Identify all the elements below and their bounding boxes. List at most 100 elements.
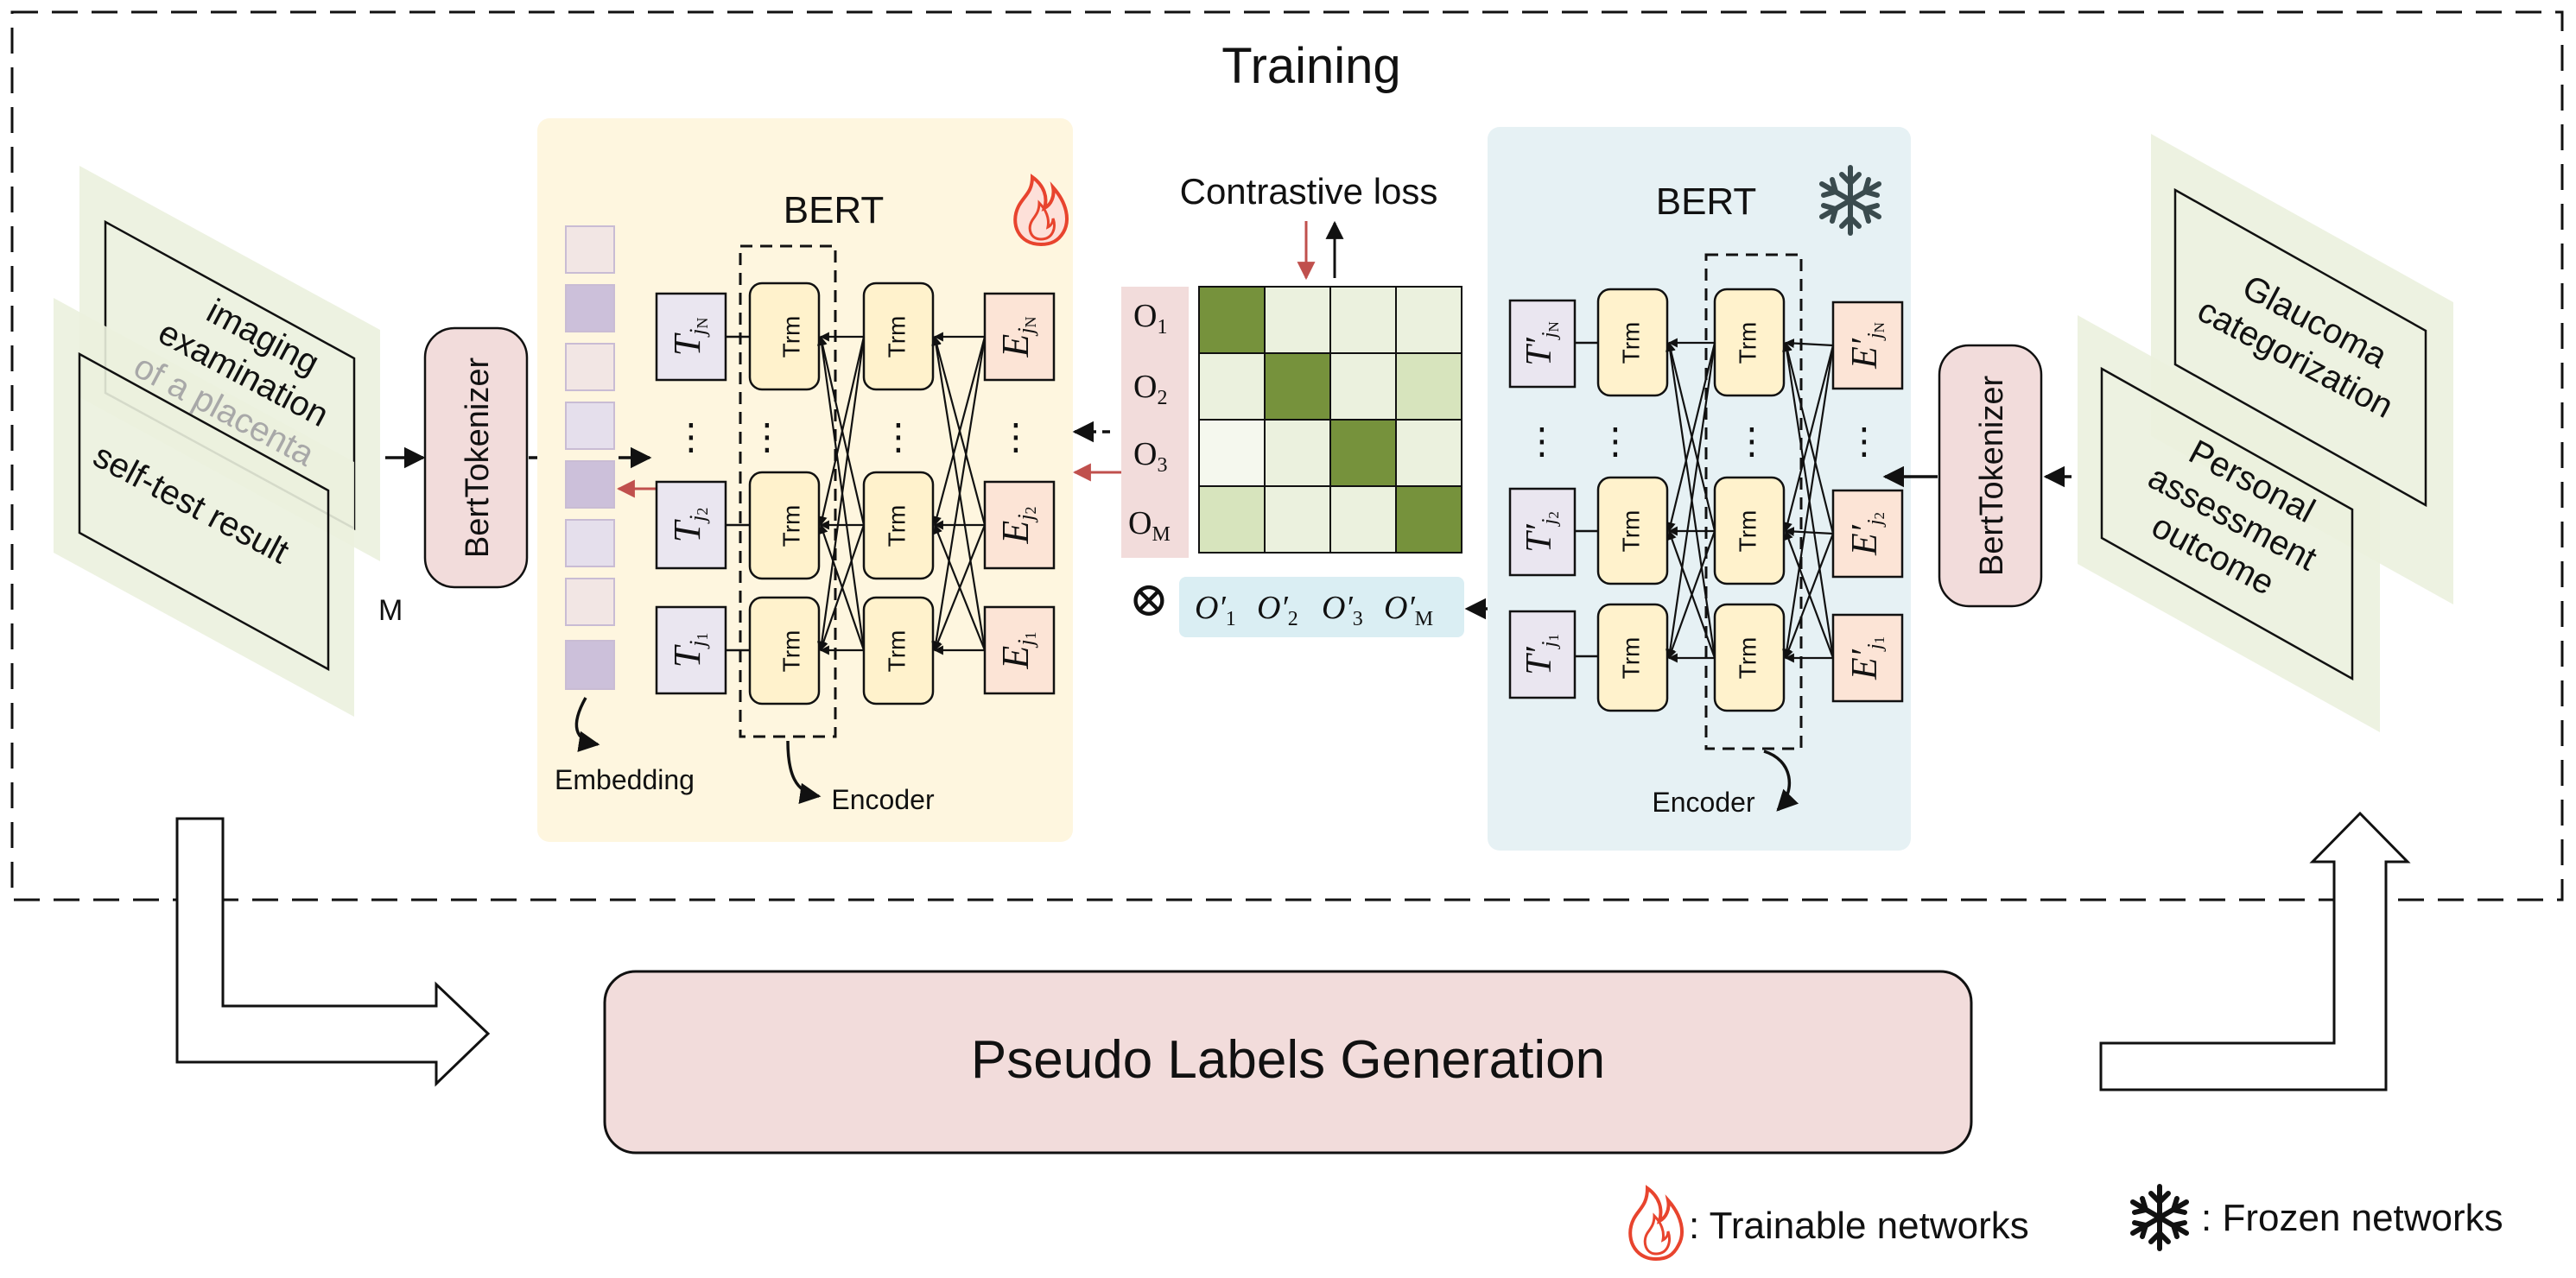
token-label-t-prime-2: T′j2 bbox=[1520, 511, 1562, 553]
input-count-label: M bbox=[378, 594, 403, 627]
output-cards: Glaucoma categorization Personal assessm… bbox=[2078, 134, 2453, 732]
encoder-label-right: Encoder bbox=[1652, 787, 1755, 818]
contrastive-loss-title: Contrastive loss bbox=[1180, 171, 1438, 212]
otimes-symbol: ⊗ bbox=[1129, 573, 1170, 627]
ellipsis: ⋮ bbox=[673, 416, 709, 457]
bert-left-panel: BERT Embedding TjN Tj2 Tj1 ⋮ bbox=[537, 118, 1073, 842]
bert-right-title: BERT bbox=[1656, 180, 1757, 223]
matrix-cell bbox=[1264, 485, 1331, 554]
trm-label: Trm bbox=[883, 630, 910, 673]
embedding-stack bbox=[565, 225, 615, 690]
matrix-cell bbox=[1264, 352, 1331, 421]
pseudo-labels-box bbox=[603, 970, 1973, 1155]
output-card-front-frame bbox=[2100, 366, 2354, 681]
embed-label-e-2: Ej2 bbox=[994, 506, 1039, 544]
embed-label-e-prime-n: E′jN bbox=[1845, 322, 1888, 370]
output-prime-label-3: O′3 bbox=[1322, 590, 1363, 630]
ellipsis: ⋮ bbox=[880, 416, 917, 457]
trm-label: Trm bbox=[883, 316, 910, 358]
trm-cross-connections-left bbox=[816, 332, 987, 655]
embedding-slot bbox=[565, 284, 615, 332]
tokenizer-left-label: BertTokenizer bbox=[460, 357, 496, 558]
trm-label: Trm bbox=[777, 316, 804, 358]
token-label-t-prime-1: T′j1 bbox=[1520, 634, 1562, 675]
matrix-cell bbox=[1264, 286, 1331, 354]
output-card-front bbox=[2078, 315, 2380, 732]
token-box-t-1 bbox=[655, 605, 727, 695]
embedding-slot bbox=[565, 460, 615, 509]
legend: : Trainable networks : Frozen networks bbox=[1628, 1184, 2503, 1262]
output-prime-label-2: O′2 bbox=[1257, 590, 1298, 630]
ellipsis: ⋮ bbox=[1524, 421, 1560, 461]
embedding-slot bbox=[565, 519, 615, 567]
flame-icon bbox=[1628, 1185, 1684, 1262]
tokenizer-right-label: BertTokenizer bbox=[1974, 375, 2010, 576]
bert-tokenizer-left: BertTokenizer bbox=[423, 326, 529, 589]
ellipsis: ⋮ bbox=[1597, 421, 1634, 461]
embed-box-e-1 bbox=[983, 605, 1056, 695]
embedding-slot bbox=[565, 578, 615, 626]
output-prime-label-1: O′1 bbox=[1195, 590, 1236, 630]
trm-label: Trm bbox=[1734, 637, 1761, 680]
input-cards: imaging examination of a placenta self-t… bbox=[54, 166, 403, 717]
output-label-om: OM bbox=[1128, 505, 1171, 546]
embedding-slot bbox=[565, 640, 615, 690]
matrix-cell bbox=[1329, 485, 1397, 554]
matrix-cell bbox=[1198, 485, 1266, 554]
contrastive-section: Contrastive loss O1 O2 O3 OM ⊗ O′1 O′2 O… bbox=[1072, 171, 1507, 637]
matrix-cell bbox=[1329, 352, 1397, 421]
training-frame bbox=[10, 10, 2564, 902]
legend-frozen-text: : Frozen networks bbox=[2201, 1197, 2503, 1239]
embed-label-e-prime-1: E′j1 bbox=[1845, 636, 1888, 680]
output-prime-label-m: O′M bbox=[1384, 590, 1433, 630]
token-label-t-2: Tj2 bbox=[666, 508, 711, 543]
trm-label: Trm bbox=[1617, 510, 1644, 553]
ellipsis: ⋮ bbox=[998, 416, 1034, 457]
embedding-pointer bbox=[574, 697, 600, 752]
ellipsis: ⋮ bbox=[1734, 421, 1770, 461]
trm-label: Trm bbox=[1617, 637, 1644, 680]
token-label-t-1: Tj1 bbox=[666, 633, 711, 668]
training-title: Training bbox=[1221, 38, 1400, 94]
token-box-t-prime-1 bbox=[1508, 610, 1577, 699]
token-label-t-prime-n: T′jN bbox=[1520, 321, 1562, 366]
bert-right-panel: BERT T′jN T′j2 T′j1 ⋮ ⋮ ⋮ ⋮ bbox=[1488, 127, 1911, 851]
output-label-o3: O3 bbox=[1133, 436, 1167, 477]
encoder-box-right bbox=[1704, 253, 1803, 750]
matrix-cell bbox=[1329, 419, 1397, 487]
trm-label: Trm bbox=[777, 630, 804, 673]
ellipsis: ⋮ bbox=[749, 416, 785, 457]
output-prime-panel bbox=[1179, 577, 1464, 637]
flame-icon bbox=[1013, 174, 1069, 247]
snowflake-icon bbox=[2130, 1184, 2189, 1251]
token-box-t-prime-n bbox=[1508, 299, 1577, 389]
trm-label: Trm bbox=[1734, 510, 1761, 553]
encoder-pointer-right bbox=[1763, 750, 1799, 812]
matrix-cell bbox=[1264, 419, 1331, 487]
embed-box-e-prime-n bbox=[1831, 301, 1904, 390]
embedding-slot bbox=[565, 402, 615, 450]
token-label-t-n: TjN bbox=[666, 318, 711, 357]
matrix-cell bbox=[1395, 286, 1462, 354]
trm-label: Trm bbox=[883, 505, 910, 547]
legend-trainable-text: : Trainable networks bbox=[1689, 1205, 2029, 1247]
encoder-box-left bbox=[739, 244, 837, 738]
token-box-t-n bbox=[655, 292, 727, 382]
embed-box-e-2 bbox=[983, 480, 1056, 570]
trm-label: Trm bbox=[1734, 322, 1761, 364]
output-vector-panel bbox=[1121, 287, 1189, 558]
matrix-cell bbox=[1395, 352, 1462, 421]
embed-box-e-prime-1 bbox=[1831, 613, 1904, 703]
bert-left-title: BERT bbox=[784, 189, 885, 231]
output-card-back-frame bbox=[2173, 187, 2427, 508]
embed-label-e-prime-2: E′j2 bbox=[1845, 512, 1888, 556]
matrix-cell bbox=[1395, 485, 1462, 554]
ellipsis: ⋮ bbox=[1846, 421, 1882, 461]
embedding-slot bbox=[565, 343, 615, 391]
encoder-pointer-left bbox=[786, 740, 822, 804]
output-label-o1: O1 bbox=[1133, 298, 1167, 338]
trm-label: Trm bbox=[1617, 322, 1644, 364]
matrix-cell bbox=[1329, 286, 1397, 354]
matrix-cell bbox=[1198, 419, 1266, 487]
